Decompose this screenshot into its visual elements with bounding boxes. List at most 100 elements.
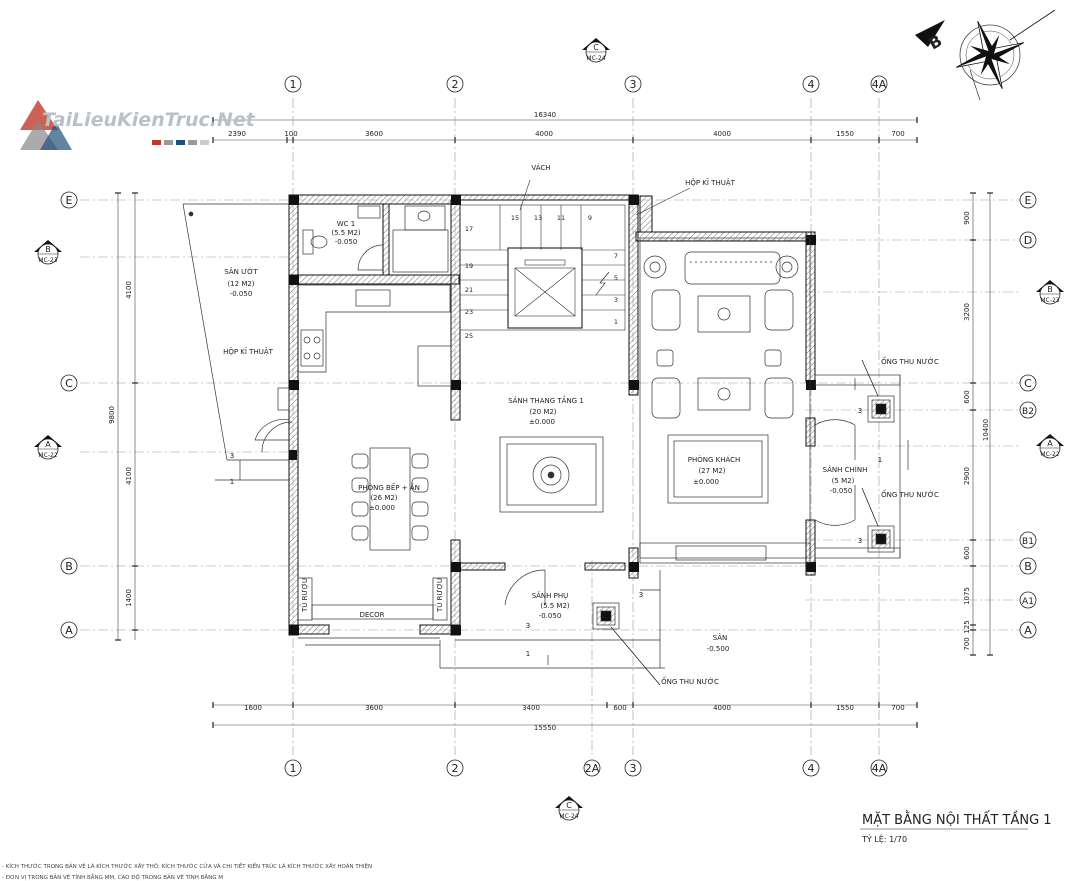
dim-right: 3200 <box>963 303 971 321</box>
grid-label-left: C <box>65 377 73 390</box>
svg-text:MC-22: MC-22 <box>38 452 57 459</box>
svg-text:11: 11 <box>557 214 565 222</box>
dim-top: 4000 <box>713 130 731 138</box>
dimension-ticks <box>115 117 993 728</box>
dim-left: 4100 <box>125 281 133 299</box>
side-hall-name: SẢNH PHỤ <box>532 591 569 600</box>
svg-text:B: B <box>1047 285 1053 294</box>
hop-ki-thuat-left: HỘP KĨ THUẬT <box>223 347 274 356</box>
san-uot-name: SÂN ƯỚT <box>224 267 258 276</box>
dim-top: 3600 <box>365 130 383 138</box>
grid-label-bottom: 2 <box>452 762 459 775</box>
svg-text:19: 19 <box>465 262 473 270</box>
grid-label-right: C <box>1024 377 1032 390</box>
yard-name: SÂN <box>713 633 728 642</box>
dim-right: 900 <box>963 211 971 224</box>
san-uot-area: (12 M2) <box>227 280 254 288</box>
dim-bottom: 3600 <box>365 704 383 712</box>
drawing-title: MẶT BẰNG NỘI THẤT TẦNG 1 TỶ LỆ: 1/70 <box>860 811 1052 845</box>
main-hall <box>814 359 909 559</box>
dim-right: 700 <box>963 637 971 650</box>
main-hall-area: (5 M2) <box>832 477 855 485</box>
section-mark-bottom: C MC-24 <box>555 796 583 821</box>
section-mark-left-lower: A MC-22 <box>34 435 62 460</box>
ong-thu-nuoc-2: ỐNG THU NƯỚC <box>881 489 939 499</box>
grid-label-top: 2 <box>452 78 459 91</box>
grid-label-bottom: 4 <box>808 762 815 775</box>
svg-text:25: 25 <box>465 332 473 340</box>
grid-label-top: 4A <box>872 78 887 91</box>
svg-text:5: 5 <box>614 274 618 282</box>
logo-watermark: TaiLieuKienTruc.Net <box>20 100 256 150</box>
vach-label: VÁCH <box>531 163 550 172</box>
logo-text: TaiLieuKienTruc.Net <box>42 109 256 131</box>
svg-text:A: A <box>1047 439 1053 448</box>
svg-text:3: 3 <box>526 622 530 630</box>
section-mark-left-upper: B MC-23 <box>34 240 62 265</box>
grid-label-bottom: 1 <box>290 762 297 775</box>
svg-text:1: 1 <box>526 650 530 658</box>
svg-text:21: 21 <box>465 286 473 294</box>
title-main: MẶT BẰNG NỘI THẤT TẦNG 1 <box>862 811 1052 828</box>
living-level: ±0.000 <box>693 478 719 486</box>
living-area: (27 M2) <box>698 467 725 475</box>
kitchen-area: (26 M2) <box>370 494 397 502</box>
wine-cabinet-labels: TỦ RƯỢU TỦ RƯỢU <box>299 578 444 613</box>
dim-left: 4100 <box>125 467 133 485</box>
dim-top-total: 16340 <box>534 111 556 119</box>
dim-top: 2390 <box>228 130 246 138</box>
svg-text:3: 3 <box>230 452 234 460</box>
dim-bottom: 600 <box>613 704 626 712</box>
decor-label: DECOR <box>359 611 384 619</box>
columns <box>289 195 816 635</box>
notes: - KÍCH THƯỚC TRONG BẢN VẼ LÀ KÍCH THƯỚC … <box>2 862 372 881</box>
svg-text:B: B <box>45 245 51 254</box>
dim-bottom-total: 15550 <box>534 724 556 732</box>
step-labels: 3 1 3 3 3 1 3 1 <box>230 407 882 658</box>
grid-label-right: A <box>1024 624 1032 637</box>
title-scale: TỶ LỆ: 1/70 <box>861 833 907 845</box>
yard-level: -0.500 <box>707 645 730 653</box>
grid-label-right: B2 <box>1022 407 1034 417</box>
svg-text:C: C <box>593 43 599 52</box>
svg-text:MC-22: MC-22 <box>1040 451 1059 458</box>
kitchen-name: PHÒNG BẾP + ĂN <box>358 482 420 492</box>
grid-label-bottom: 2A <box>585 762 600 775</box>
staircase <box>459 179 691 331</box>
svg-text:23: 23 <box>465 308 473 316</box>
dim-right: 600 <box>963 546 971 559</box>
grid-bubbles-right <box>1019 191 1037 639</box>
svg-text:3: 3 <box>614 296 618 304</box>
living-room-furniture <box>639 237 811 564</box>
hop-ki-thuat-top: HỘP KĨ THUẬT <box>685 178 736 187</box>
svg-text:A: A <box>45 440 51 449</box>
note-line: - ĐƠN VỊ TRONG BẢN VẼ TÍNH BẰNG MM, CAO … <box>2 873 223 881</box>
main-hall-level: -0.050 <box>830 487 853 495</box>
grid-label-left: B <box>65 560 73 573</box>
dim-right: 125 <box>963 620 971 633</box>
dim-bottom: 700 <box>891 704 904 712</box>
ong-thu-nuoc-1: ỐNG THU NƯỚC <box>881 356 939 366</box>
svg-text:1: 1 <box>230 478 234 486</box>
grid-label-right: D <box>1024 234 1032 247</box>
wet-yard <box>182 203 290 481</box>
dim-top: 4000 <box>535 130 553 138</box>
hall-area: (20 M2) <box>529 408 556 416</box>
wc-level: -0.050 <box>335 238 358 246</box>
svg-text:MC-23: MC-23 <box>38 257 57 264</box>
grid-label-top: 3 <box>630 78 637 91</box>
side-hall <box>298 569 665 686</box>
wc-fixtures <box>302 205 449 273</box>
grid-label-right: B <box>1024 560 1032 573</box>
kitchen-counters <box>261 284 452 621</box>
grid-label-right: B1 <box>1022 537 1034 547</box>
grid-bubbles-left <box>60 191 78 639</box>
dimension-lines <box>117 119 991 726</box>
svg-text:17: 17 <box>465 225 473 233</box>
side-hall-level: -0.050 <box>539 612 562 620</box>
svg-text:B: B <box>925 31 945 54</box>
dim-top: 1550 <box>836 130 854 138</box>
dim-bottom: 3400 <box>522 704 540 712</box>
grid-label-top: 4 <box>808 78 815 91</box>
